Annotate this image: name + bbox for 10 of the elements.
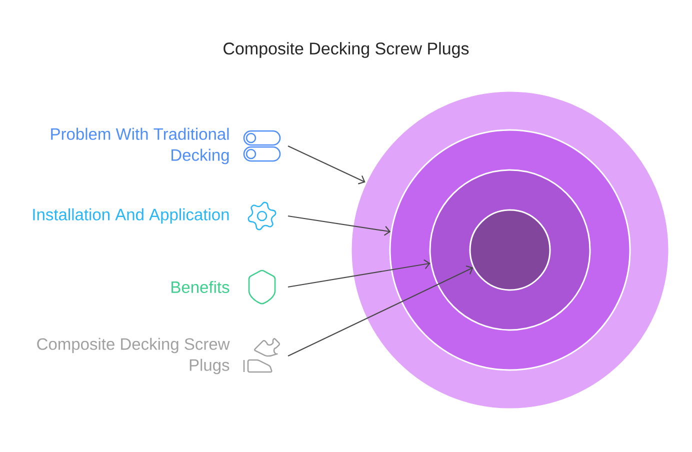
- label-text: Composite Decking Screw Plugs: [37, 338, 230, 374]
- arrow: [288, 146, 366, 184]
- arrow: [288, 215, 391, 236]
- title: Composite Decking Screw Plugs: [224, 42, 469, 58]
- label-text: Benefits: [172, 280, 230, 294]
- target-center: [469, 209, 551, 291]
- label-text: Installation And Application: [33, 208, 229, 224]
- arrow: [288, 259, 430, 288]
- arrow: [288, 265, 474, 356]
- label-text: Problem With Traditional Decking: [51, 128, 229, 164]
